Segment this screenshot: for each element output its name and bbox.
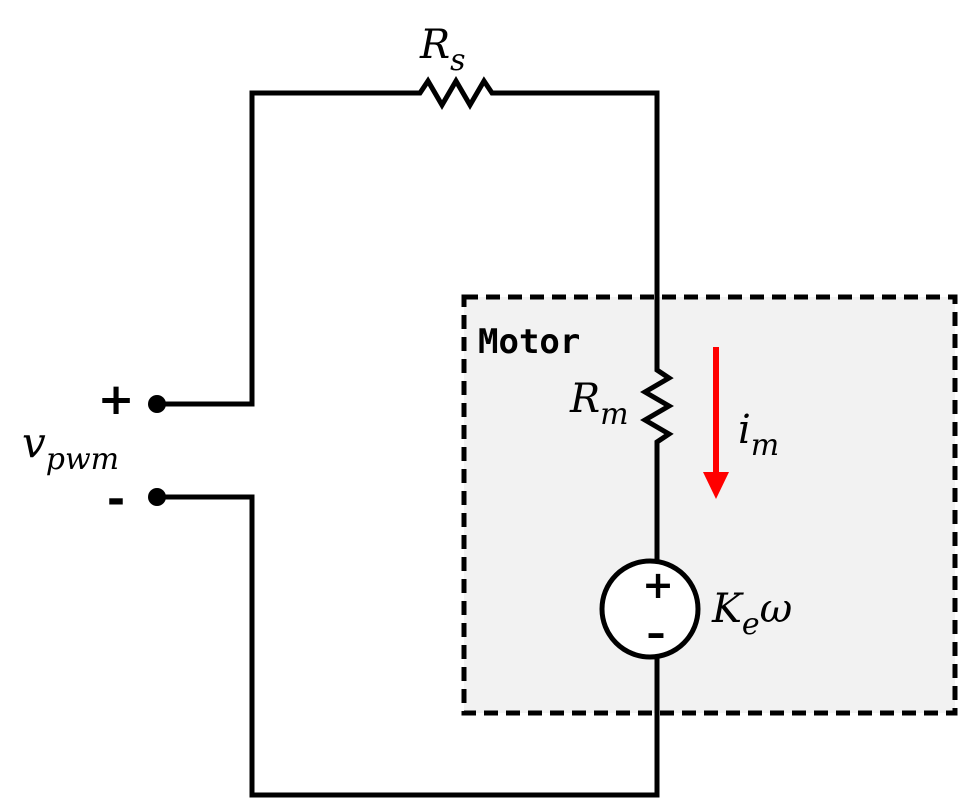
- input-voltage-subscript: pwm: [46, 442, 119, 477]
- motor-resistor-subscript: m: [600, 397, 628, 432]
- series-resistor-branch: [249, 76, 660, 407]
- series-resistor-label: Rs: [419, 22, 466, 78]
- input-voltage-label: vpwm: [22, 418, 119, 477]
- motor-label: Motor: [478, 322, 580, 362]
- current-subscript: m: [751, 428, 779, 463]
- down-arrow-icon: [703, 472, 729, 499]
- motor-box-frame: [461, 294, 958, 716]
- motor-resistor-icon: [640, 360, 674, 450]
- input-terminals: + - vpwm: [22, 374, 255, 525]
- motor-resistor: Rm: [569, 360, 674, 450]
- back-emf-subscript: e: [742, 607, 760, 642]
- motor-box: Motor: [461, 294, 958, 716]
- input-minus-sign: -: [107, 474, 125, 525]
- current-indicator: im: [703, 347, 779, 499]
- back-emf-source: + – Keω: [599, 558, 792, 660]
- series-resistor-subscript: s: [450, 43, 465, 78]
- input-voltage-symbol: v: [22, 418, 46, 467]
- back-emf-suffix: ω: [760, 586, 793, 632]
- source-minus-sign: –: [647, 611, 666, 655]
- back-emf-symbol: K: [711, 586, 744, 632]
- current-label: im: [738, 407, 779, 463]
- top-right-wire: [491, 90, 660, 366]
- source-plus-sign: +: [642, 563, 674, 607]
- plus-terminal-dot-icon: [148, 395, 166, 413]
- motor-resistor-symbol: R: [569, 376, 600, 422]
- motor-resistor-label: Rm: [569, 376, 629, 432]
- current-symbol: i: [738, 407, 751, 453]
- back-emf-label: Keω: [711, 586, 792, 642]
- series-resistor-symbol: R: [419, 22, 450, 68]
- input-plus-sign: +: [98, 374, 135, 425]
- series-resistor-icon: [407, 76, 497, 110]
- minus-terminal-dot-icon: [148, 488, 166, 506]
- top-left-wire: [249, 90, 413, 407]
- voltage-source-icon: [599, 558, 701, 660]
- bottom-return-wire: [249, 494, 660, 798]
